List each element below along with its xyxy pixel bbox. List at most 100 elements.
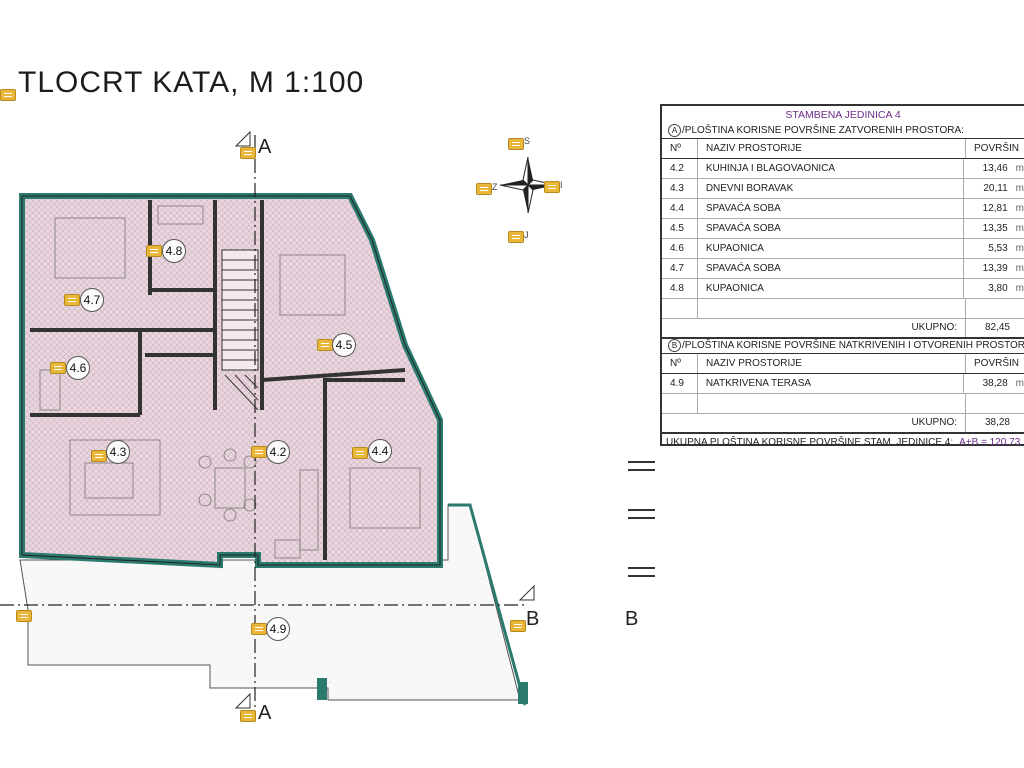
col-area-header: POVRŠIN (974, 358, 1020, 369)
compass-east-label: I (560, 180, 563, 190)
row-no: 4.4 (662, 199, 698, 218)
room-label-4-6: 4.6 (66, 356, 90, 380)
compass-north-label: S (524, 136, 531, 146)
col-area-header: POVRŠIN (974, 143, 1020, 154)
row-no: 4.9 (662, 374, 698, 393)
row-name: KUPAONICA (698, 239, 964, 258)
table-row: 4.2 KUHINJA I BLAGOVAONICA 13,46 m (662, 159, 1024, 179)
row-unit: m (1015, 283, 1024, 294)
row-name: NATKRIVENA TERASA (698, 374, 964, 393)
section-a-marker: A (668, 124, 681, 137)
row-no: 4.3 (662, 179, 698, 198)
note-tag-icon[interactable] (240, 710, 256, 722)
section-label-b-partial: B (625, 608, 639, 630)
section-b-title: /PLOŠTINA KORISNE POVRŠINE NATKRIVENIH I… (682, 340, 1024, 351)
note-tag-icon[interactable] (476, 183, 492, 195)
row-unit: m (1015, 163, 1024, 174)
col-name-header: NAZIV PROSTORIJE (698, 354, 966, 373)
room-label-4-7: 4.7 (80, 288, 104, 312)
total-b-value: 38,28 (984, 417, 1010, 428)
note-tag-icon[interactable] (317, 339, 333, 351)
row-area: 13,39 (982, 263, 1008, 274)
room-label-4-5: 4.5 (332, 333, 356, 357)
row-name: KUPAONICA (698, 279, 964, 298)
row-name: SPAVAĆA SOBA (698, 199, 964, 218)
table-row-empty (662, 394, 1024, 414)
note-tag-icon[interactable] (50, 362, 66, 374)
table-row: 4.7 SPAVAĆA SOBA 13,39 m (662, 259, 1024, 279)
room-label-4-2: 4.2 (266, 440, 290, 464)
section-label-a-top: A (258, 136, 272, 158)
compass-west-label: Z (492, 182, 498, 192)
row-no: 4.2 (662, 159, 698, 178)
table-row: 4.9 NATKRIVENA TERASA 38,28 m (662, 374, 1024, 394)
section-b-marker: B (668, 339, 681, 352)
table-header-row: Nº NAZIV PROSTORIJE POVRŠIN (662, 139, 1024, 159)
note-tag-icon[interactable] (544, 181, 560, 193)
note-tag-icon[interactable] (508, 231, 524, 243)
row-unit: m (1015, 263, 1024, 274)
row-area: 13,46 (982, 163, 1008, 174)
room-label-4-4: 4.4 (368, 439, 392, 463)
note-tag-icon[interactable] (240, 147, 256, 159)
drawing-title: TLOCRT KATA, M 1:100 (18, 66, 365, 99)
section-label-b: B (526, 608, 540, 630)
area-table: STAMBENA JEDINICA 4 A/PLOŠTINA KORISNE P… (660, 104, 1024, 448)
table-row: 4.3 DNEVNI BORAVAK 20,11 m (662, 179, 1024, 199)
table-title: STAMBENA JEDINICA 4 (785, 109, 901, 121)
total-label: UKUPNO: (662, 414, 966, 432)
row-no: 4.6 (662, 239, 698, 258)
row-unit: m (1015, 203, 1024, 214)
compass-south-label: J (524, 230, 529, 240)
room-label-4-9: 4.9 (266, 617, 290, 641)
room-label-4-3: 4.3 (106, 440, 130, 464)
note-tag-icon[interactable] (64, 294, 80, 306)
row-unit: m (1015, 243, 1024, 254)
row-area: 5,53 (988, 243, 1008, 254)
section-label-a-bottom: A (258, 702, 272, 724)
section-a-header: A/PLOŠTINA KORISNE POVRŠINE ZATVORENIH P… (662, 124, 1024, 139)
row-name: KUHINJA I BLAGOVAONICA (698, 159, 964, 178)
note-tag-icon[interactable] (352, 447, 368, 459)
col-no-header: Nº (662, 354, 698, 373)
row-name: DNEVNI BORAVAK (698, 179, 964, 198)
grand-total-row: UKUPNA PLOŠTINA KORISNE POVRŠINE STAM. J… (662, 434, 1024, 452)
compass-rose (499, 156, 557, 214)
row-area: 13,35 (982, 223, 1008, 234)
note-tag-icon[interactable] (16, 610, 32, 622)
total-row-b: UKUPNO: 38,28 (662, 414, 1024, 434)
section-a-title: /PLOŠTINA KORISNE POVRŠINE ZATVORENIH PR… (682, 125, 964, 136)
row-unit: m (1015, 183, 1024, 194)
note-tag-icon[interactable] (0, 89, 16, 101)
row-area: 12,81 (982, 203, 1008, 214)
row-no: 4.5 (662, 219, 698, 238)
row-area: 38,28 (982, 378, 1008, 389)
total-a-value: 82,45 (984, 322, 1010, 333)
table-row: 4.4 SPAVAĆA SOBA 12,81 m (662, 199, 1024, 219)
row-area: 3,80 (988, 283, 1008, 294)
row-no: 4.8 (662, 279, 698, 298)
row-name: SPAVAĆA SOBA (698, 219, 964, 238)
total-label: UKUPNO: (662, 319, 966, 337)
table-row: 4.6 KUPAONICA 5,53 m (662, 239, 1024, 259)
table-row-empty (662, 299, 1024, 319)
note-tag-icon[interactable] (510, 620, 526, 632)
note-tag-icon[interactable] (91, 450, 107, 462)
col-name-header: NAZIV PROSTORIJE (698, 139, 966, 158)
total-row-a: UKUPNO: 82,45 (662, 319, 1024, 339)
note-tag-icon[interactable] (146, 245, 162, 257)
note-tag-icon[interactable] (251, 446, 267, 458)
section-b-header: B/PLOŠTINA KORISNE POVRŠINE NATKRIVENIH … (662, 339, 1024, 354)
room-label-4-8: 4.8 (162, 239, 186, 263)
grand-total-value: A+B = 120,73 (959, 437, 1021, 448)
grand-total-label: UKUPNA PLOŠTINA KORISNE POVRŠINE STAM. J… (666, 437, 954, 448)
row-name: SPAVAĆA SOBA (698, 259, 964, 278)
note-tag-icon[interactable] (508, 138, 524, 150)
note-tag-icon[interactable] (251, 623, 267, 635)
table-row: 4.8 KUPAONICA 3,80 m (662, 279, 1024, 299)
table-header-row: Nº NAZIV PROSTORIJE POVRŠIN (662, 354, 1024, 374)
row-unit: m (1015, 378, 1024, 389)
row-no: 4.7 (662, 259, 698, 278)
terrace-area (19, 504, 521, 701)
